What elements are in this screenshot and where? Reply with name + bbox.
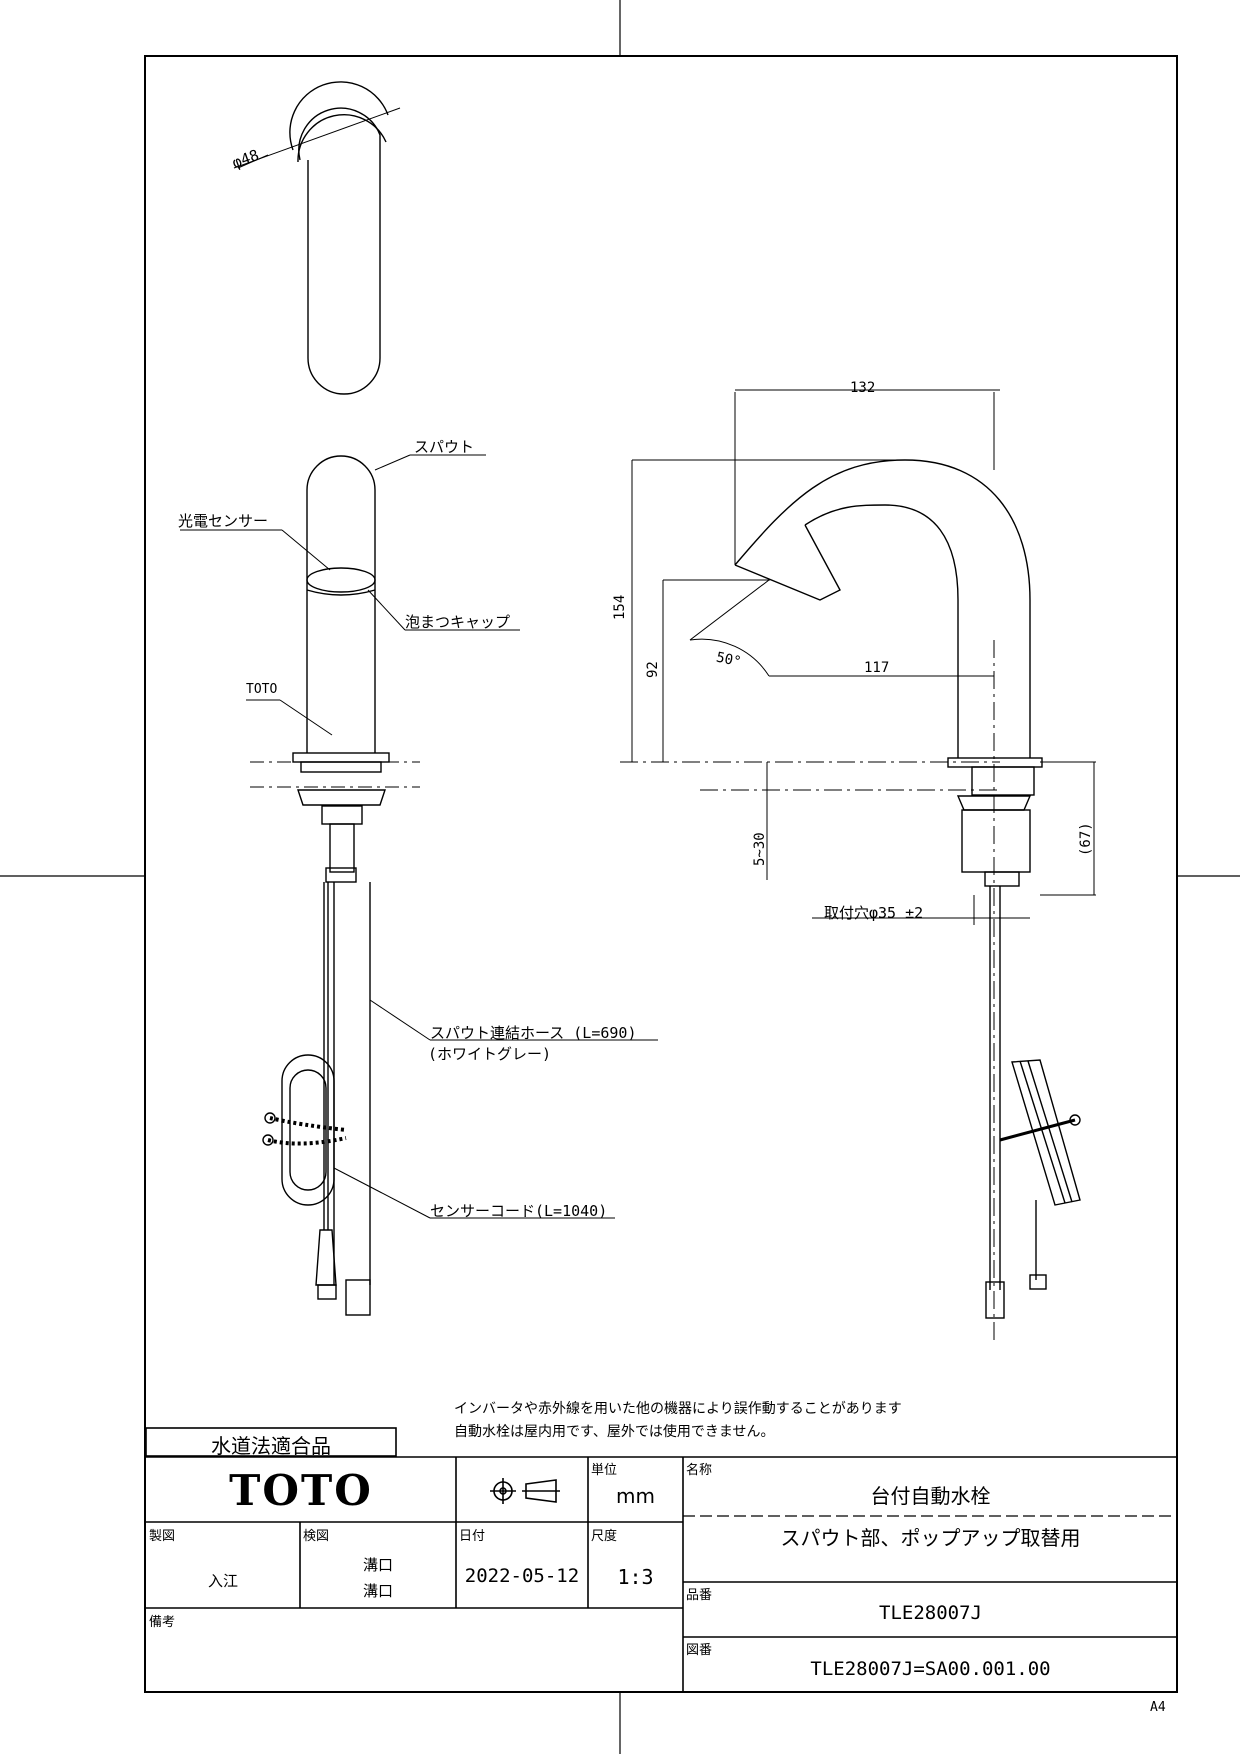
note-line-1: インバータや赤外線を用いた他の機器により誤作動することがあります bbox=[454, 1401, 902, 1417]
drawn-caption: 製図 bbox=[149, 1529, 176, 1544]
name-caption: 名称 bbox=[686, 1463, 713, 1478]
certification-label: 水道法適合品 bbox=[211, 1434, 331, 1458]
sensor-cord-label: センサーコード(L=1040) bbox=[430, 1202, 608, 1220]
part-number: TLE28007J bbox=[879, 1602, 982, 1624]
hose-color-label: (ホワイトグレー) bbox=[428, 1045, 552, 1063]
scale-caption: 尺度 bbox=[591, 1529, 618, 1544]
checked-by-2: 溝口 bbox=[362, 1582, 393, 1600]
checked-caption: 検図 bbox=[303, 1529, 330, 1544]
brand-mark-label: TOTO bbox=[246, 682, 278, 697]
part-caption: 品番 bbox=[686, 1588, 713, 1603]
remarks-caption: 備考 bbox=[149, 1615, 176, 1630]
note-line-2: 自動水栓は屋内用です、屋外では使用できません。 bbox=[454, 1424, 775, 1440]
checked-by-1: 溝口 bbox=[362, 1556, 393, 1574]
side-view bbox=[620, 459, 1081, 1340]
front-view bbox=[180, 454, 658, 1316]
drawing-frame bbox=[144, 55, 1178, 1693]
aerator-label: 泡まつキャップ bbox=[405, 613, 511, 631]
drawing-caption: 図番 bbox=[686, 1643, 713, 1658]
date-caption: 日付 bbox=[459, 1529, 486, 1544]
dimension-lines bbox=[631, 389, 1096, 925]
dim-reach: 117 bbox=[864, 660, 890, 676]
scale-value: 1:3 bbox=[617, 1565, 654, 1589]
mount-hole-label: 取付穴φ35 ±2 bbox=[824, 904, 924, 922]
hose-label: スパウト連結ホース (L=690) bbox=[430, 1024, 637, 1042]
unit-caption: 単位 bbox=[591, 1463, 618, 1478]
spout-label: スパウト bbox=[414, 438, 475, 456]
name-line-2: スパウト部、ポップアップ取替用 bbox=[780, 1526, 1081, 1550]
toto-logo: TOTO bbox=[229, 1466, 373, 1515]
sheet-size: A4 bbox=[1150, 1700, 1166, 1715]
date-value: 2022-05-12 bbox=[464, 1565, 580, 1587]
name-line-1: 台付自動水栓 bbox=[870, 1484, 991, 1508]
projection-symbol-icon bbox=[490, 1478, 560, 1504]
drawing-number: TLE28007J=SA00.001.00 bbox=[810, 1658, 1051, 1680]
sensor-label: 光電センサー bbox=[178, 512, 269, 530]
dim-width-top: 132 bbox=[850, 380, 876, 396]
top-view bbox=[233, 81, 401, 395]
drawn-by: 入江 bbox=[207, 1572, 238, 1590]
unit-value: mm bbox=[616, 1484, 655, 1508]
